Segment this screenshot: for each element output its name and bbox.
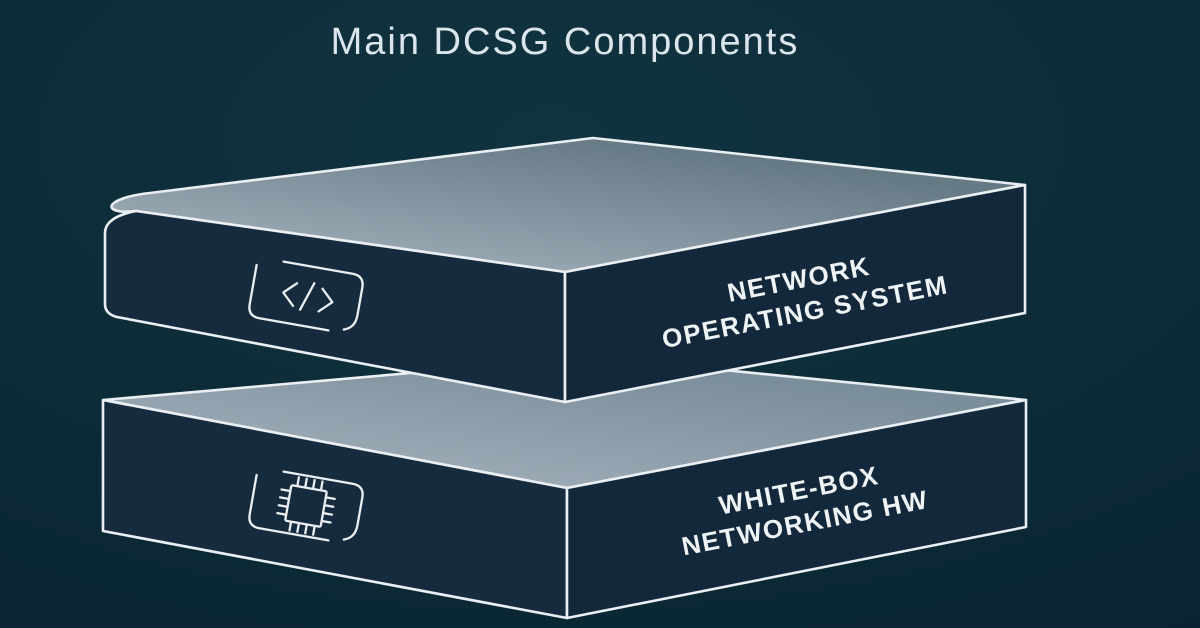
hw-slab-front-right-face [565,398,1028,620]
chip-icon-card-stroke-left-bottom [248,473,330,542]
chip-icon-pins-left [276,488,291,516]
code-icon-left-chevron [282,282,299,308]
nos-slab [103,136,1027,404]
chip-icon-card-stroke-top-right [282,470,364,541]
code-icon-right-chevron [317,287,334,313]
nos-slab-front-right-face [563,183,1027,404]
chip-icon-pins-bottom [288,521,316,536]
chip-icon-body [284,484,328,528]
page-title: Main DCSG Components [330,21,800,63]
code-icon [248,260,364,332]
code-icon-card-stroke-left-bottom [248,263,330,332]
chip-icon-pins-top [296,476,324,491]
code-icon-slash [298,282,316,311]
nos-slab-front-left-face [103,209,567,404]
code-icon-card-stroke-top-right [282,260,364,331]
chip-icon-pins-right [321,496,336,524]
hw-slab [101,355,1028,620]
chip-icon [248,470,364,542]
